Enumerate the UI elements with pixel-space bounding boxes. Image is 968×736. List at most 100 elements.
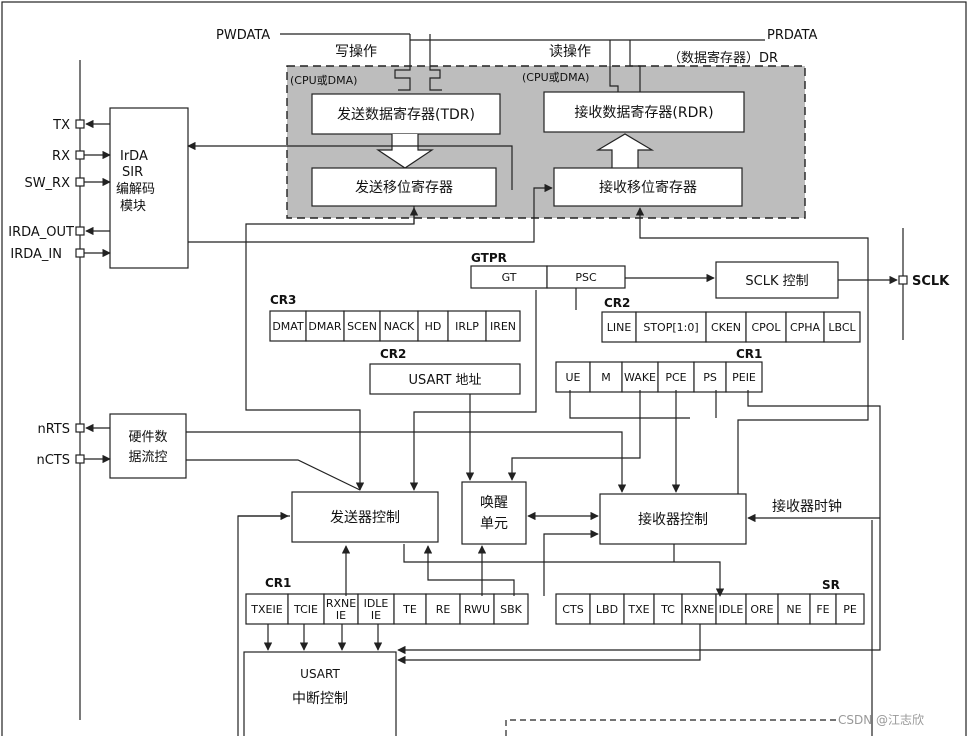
sr-bit-cell xyxy=(715,593,747,625)
tx-shift-label: 发送移位寄存器 xyxy=(355,179,453,196)
sr-bit-label: PE xyxy=(843,603,857,616)
tx-control-box xyxy=(291,491,439,543)
sw-rx-pin-label: SW_RX xyxy=(24,176,70,191)
irda-to-rx-shift xyxy=(188,183,553,243)
rx-clock-label: 接收器时钟 xyxy=(772,498,842,515)
cr1-bottom-bit-cell xyxy=(323,593,359,625)
cr2-top-bit-cell xyxy=(785,311,825,343)
cr2-top-bit-label: CPOL xyxy=(751,321,781,334)
cr2-top-bit-label: CKEN xyxy=(711,321,741,334)
interrupt-line1: USART xyxy=(300,667,340,681)
shift-to-rdr-arrow xyxy=(595,133,655,168)
interrupt-box xyxy=(243,651,397,736)
rx-shift-box xyxy=(553,167,743,207)
irda-line4: 模块 xyxy=(120,199,146,214)
read-op-label: 读操作 xyxy=(549,43,591,60)
cr1-bottom-bit-label: TCIE xyxy=(293,603,318,616)
flow-control-line1: 硬件数 xyxy=(128,430,167,445)
cr1-bottom-bit-label: TE xyxy=(402,603,417,616)
cpu-dma-label-2: (CPU或DMA) xyxy=(522,71,589,84)
rdr-label: 接收数据寄存器(RDR) xyxy=(574,104,713,121)
cr2-top-bit-label: LINE xyxy=(607,321,632,334)
read-path-arrow xyxy=(609,40,641,94)
cr3-bit-label: DMAT xyxy=(272,320,304,333)
cr2-top-bit-label: STOP[1:0] xyxy=(643,321,698,334)
cr2-addr-label: CR2 xyxy=(380,347,406,361)
wakeup-line1: 唤醒 xyxy=(480,494,508,511)
cr2-top-bit-cell xyxy=(705,311,747,343)
irda-in-pin-label: IRDA_IN xyxy=(10,247,62,262)
sr-bit-label: IDLE xyxy=(719,603,744,616)
sr-bit-label: LBD xyxy=(596,603,618,616)
irda-line2: SIR xyxy=(122,165,143,180)
irda-out-pin-label: IRDA_OUT xyxy=(8,225,74,240)
gtpr-psc-box xyxy=(546,265,626,289)
cr3-bit-label: IRLP xyxy=(455,320,479,333)
tdr-box xyxy=(311,93,501,135)
cr1-bottom-bit-cell xyxy=(245,593,289,625)
dr-label: （数据寄存器）DR xyxy=(668,50,778,66)
cr3-label: CR3 xyxy=(270,293,296,307)
watermark: CSDN @江志欣 xyxy=(838,713,924,727)
rx-control-label: 接收器控制 xyxy=(638,511,708,528)
rx-shift-to-irda xyxy=(187,141,513,190)
irda-box xyxy=(109,107,189,269)
cr1-bottom-bit-label: RE xyxy=(436,603,451,616)
cr1-bottom-bit-label: SBK xyxy=(500,603,523,616)
sr-bit-label: RXNE xyxy=(684,603,714,616)
rx-control-box xyxy=(599,493,747,545)
usart-address-box xyxy=(369,363,521,395)
tx-pin xyxy=(75,119,85,129)
usart-address-label: USART 地址 xyxy=(408,373,481,388)
cr1-bottom-bit-cell xyxy=(393,593,427,625)
rdr-box xyxy=(543,91,745,133)
sr-bit-cell xyxy=(589,593,625,625)
cr1-top-bit-cell xyxy=(725,361,763,393)
cr3-bit-cell xyxy=(447,310,487,342)
cr1-top-bit-cell xyxy=(589,361,623,393)
cr1-top-bit-cell xyxy=(657,361,695,393)
cr3-bit-label: HD xyxy=(425,320,442,333)
cr1-bottom-bit-label: RWU xyxy=(464,603,490,616)
sr-bit-cell xyxy=(745,593,779,625)
irda-in-pin xyxy=(75,248,85,258)
cr2-top-bit-cell xyxy=(601,311,637,343)
cr3-bit-cell xyxy=(343,310,381,342)
sr-bit-label: TXE xyxy=(627,603,649,616)
cr1-top-bit-label: WAKE xyxy=(624,371,656,384)
cr1-top-bit-cell xyxy=(621,361,659,393)
irda-out-pin xyxy=(75,226,85,236)
cr2-top-label: CR2 xyxy=(604,296,630,310)
cr1-top-bit-label: PS xyxy=(703,371,717,384)
sr-bit-cell xyxy=(653,593,683,625)
cr1-top-bit-label: UE xyxy=(565,371,580,384)
sr-bit-cell xyxy=(835,593,865,625)
cr1-top-label: CR1 xyxy=(736,347,762,361)
cr1-bottom-bit-label: TXEIE xyxy=(250,603,282,616)
sr-bit-label: ORE xyxy=(750,603,773,616)
cr1-bottom-bit-cell xyxy=(425,593,461,625)
interrupt-line2: 中断控制 xyxy=(292,691,348,707)
ncts-pin-label: nCTS xyxy=(36,453,70,468)
gtpr-psc-label: PSC xyxy=(575,271,597,284)
cr1-bottom-bit-label: RXNE xyxy=(326,597,356,610)
sr-bit-label: CTS xyxy=(562,603,583,616)
tdr-label: 发送数据寄存器(TDR) xyxy=(337,106,475,123)
sw-rx-pin xyxy=(75,177,85,187)
nrts-pin xyxy=(75,423,85,433)
connection-lines xyxy=(186,206,881,736)
gtpr-gt-label: GT xyxy=(502,271,517,284)
cr3-bit-label: DMAR xyxy=(308,320,341,333)
sr-label: SR xyxy=(822,578,840,592)
write-path-arrow xyxy=(394,34,442,91)
cr1-bottom-bit-cell xyxy=(459,593,495,625)
sclk-pin xyxy=(898,275,908,285)
tx-shift-box xyxy=(311,167,497,207)
wakeup-box xyxy=(461,481,527,545)
